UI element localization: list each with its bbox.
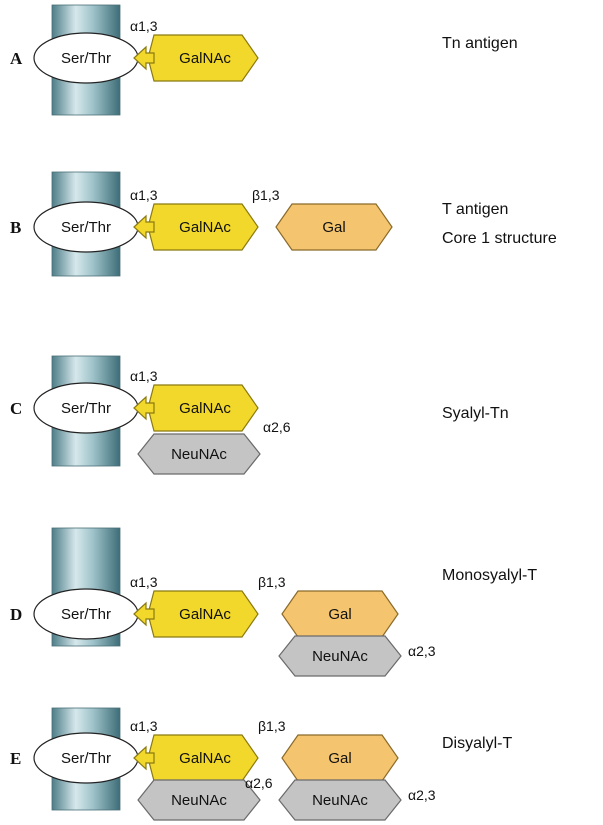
galnac-node <box>133 34 259 82</box>
galnac-node <box>133 590 259 638</box>
structure-name: T antigen <box>442 201 508 218</box>
gal-node <box>275 203 393 251</box>
galnac-label: GalNAc <box>179 219 231 236</box>
panel-b <box>33 171 139 277</box>
neunac-label-1: NeuNAc <box>171 446 227 463</box>
linkage-alpha23: α2,3 <box>408 787 436 803</box>
panel-letter: D <box>10 605 22 624</box>
gal-label: Gal <box>328 750 351 767</box>
linkage-alpha13: α1,3 <box>130 574 158 590</box>
galnac-label: GalNAc <box>179 750 231 767</box>
linkage-beta13: β1,3 <box>252 187 280 203</box>
ser-thr-label: Ser/Thr <box>61 400 111 417</box>
structure-name: Syalyl-Tn <box>442 405 509 422</box>
structure-name: Core 1 structure <box>442 230 557 247</box>
ser-thr-label: Ser/Thr <box>61 50 111 67</box>
linkage-alpha13: α1,3 <box>130 18 158 34</box>
panel-c <box>33 355 139 467</box>
neunac-node-2 <box>278 635 402 677</box>
ser-thr-label: Ser/Thr <box>61 219 111 236</box>
neunac-label-2: NeuNAc <box>312 792 368 809</box>
linkage-beta13: β1,3 <box>258 718 286 734</box>
linkage-beta13: β1,3 <box>258 574 286 590</box>
neunac-node-2 <box>278 779 402 821</box>
gal-label: Gal <box>322 219 345 236</box>
neunac-label-2: NeuNAc <box>312 648 368 665</box>
ser-thr-label: Ser/Thr <box>61 606 111 623</box>
linkage-alpha26: α2,6 <box>245 775 273 791</box>
linkage-alpha26: α2,6 <box>263 419 291 435</box>
linkage-alpha13: α1,3 <box>130 718 158 734</box>
linkage-alpha23: α2,3 <box>408 643 436 659</box>
panel-letter: B <box>10 218 21 237</box>
galnac-node <box>133 384 259 432</box>
neunac-label-1: NeuNAc <box>171 792 227 809</box>
linkage-alpha13: α1,3 <box>130 187 158 203</box>
panel-e <box>33 707 139 811</box>
ser-thr-label: Ser/Thr <box>61 750 111 767</box>
structure-name: Disyalyl-T <box>442 735 512 752</box>
panel-letter: E <box>10 749 21 768</box>
panel-d <box>33 527 139 647</box>
structure-name: Tn antigen <box>442 35 518 52</box>
gal-label: Gal <box>328 606 351 623</box>
linkage-alpha13: α1,3 <box>130 368 158 384</box>
galnac-label: GalNAc <box>179 50 231 67</box>
panel-letter: C <box>10 399 22 418</box>
panel-a <box>33 4 139 116</box>
panel-letter: A <box>10 49 23 68</box>
galnac-node <box>133 203 259 251</box>
neunac-node-1 <box>137 779 261 821</box>
structure-name: Monosyalyl-T <box>442 567 537 584</box>
galnac-label: GalNAc <box>179 606 231 623</box>
neunac-node-1 <box>137 433 261 475</box>
galnac-label: GalNAc <box>179 400 231 417</box>
